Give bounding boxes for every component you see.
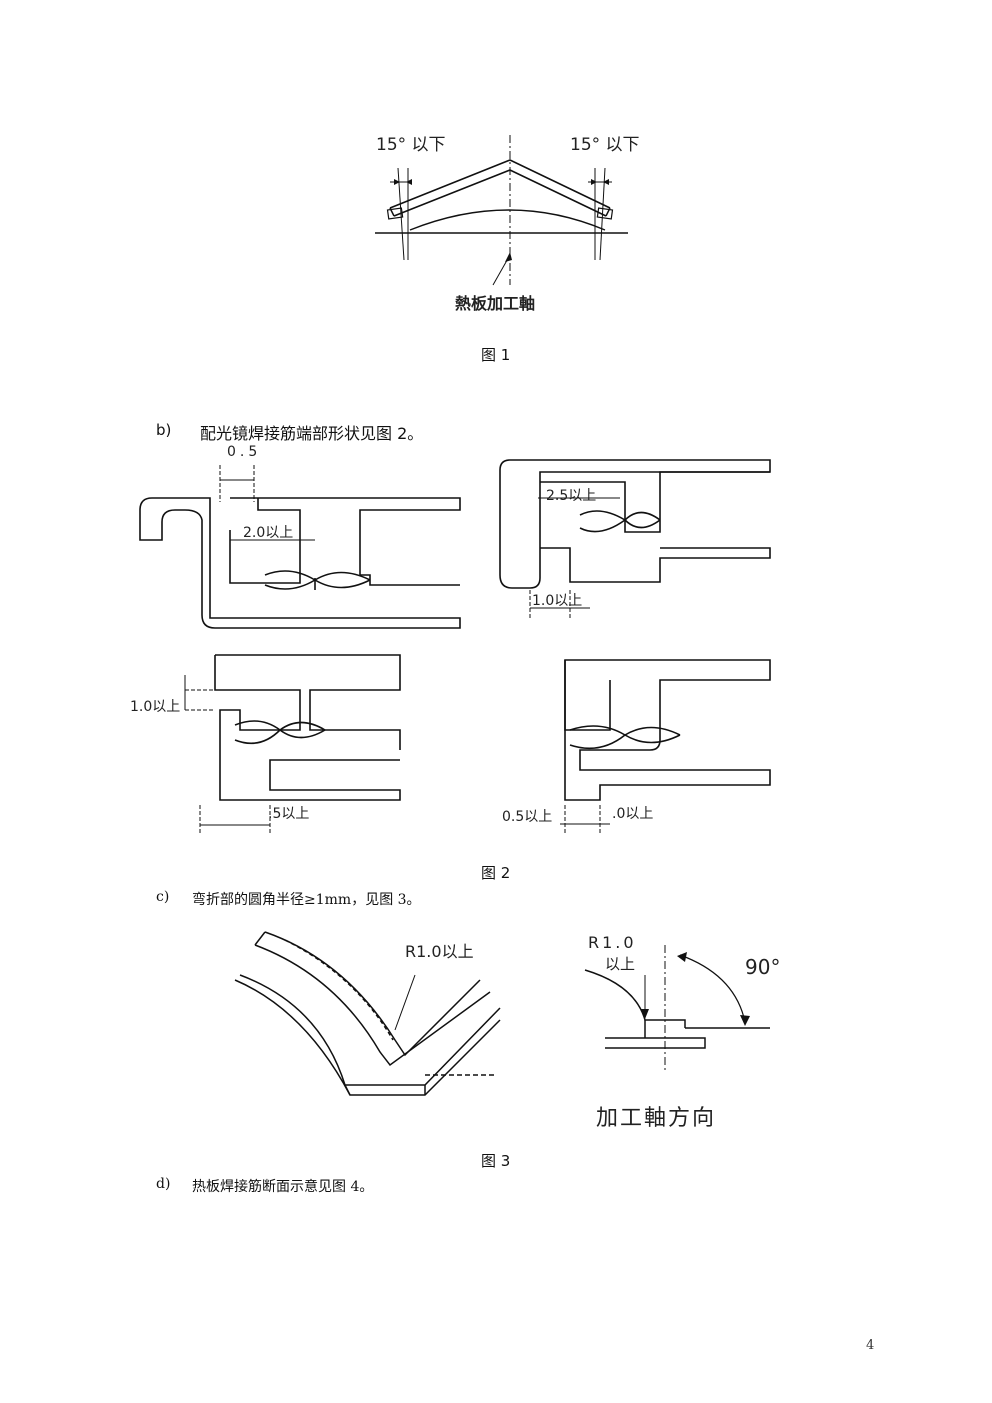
figure-3-caption: 图 3 xyxy=(481,1152,511,1170)
fig3-angle-label: 90° xyxy=(745,955,781,979)
figure-2-caption: 图 2 xyxy=(481,864,511,882)
figure-1-caption: 图 1 xyxy=(481,346,511,364)
figure-2-drawing xyxy=(139,459,771,835)
fig2-tl-width-label: 2.0以上 xyxy=(243,525,294,541)
fig1-angle-left-label: 15° 以下 xyxy=(376,135,446,155)
paragraph-c-marker: c) xyxy=(156,889,170,905)
fig3-right-radius-label: R1.0 xyxy=(588,933,637,952)
fig2-bl-height-label: 1.0以上 xyxy=(130,699,181,715)
paragraph-d-marker: d) xyxy=(156,1176,171,1192)
fig1-angle-right-label: 15° 以下 xyxy=(570,135,640,155)
figure-3-drawing xyxy=(234,931,770,1096)
fig1-axis-label: 熱板加工軸 xyxy=(455,294,536,313)
fig3-right-radius-sub-label: 以上 xyxy=(605,955,636,973)
fig2-tr-width-label: 2.5以上 xyxy=(546,488,597,504)
page-number: 4 xyxy=(866,1338,875,1353)
paragraph-b-text: 配光镜焊接筋端部形状见图 2。 xyxy=(200,424,424,443)
fig2-tr-offset-label: 1.0以上 xyxy=(532,593,583,609)
figure-1-drawing xyxy=(375,135,628,286)
fig2-bl-offset-label: .5以上 xyxy=(268,806,310,822)
paragraph-d-text: 热板焊接筋断面示意见图 4。 xyxy=(192,1179,374,1195)
fig2-tl-gap-label: 0.5 xyxy=(227,444,262,460)
fig2-br-left-label: 0.5以上 xyxy=(502,809,553,825)
paragraph-b-marker: b) xyxy=(156,421,172,439)
fig2-br-right-label: .0以上 xyxy=(612,806,654,822)
fig3-direction-label: 加工軸方向 xyxy=(596,1106,717,1131)
paragraph-c-text: 弯折部的圆角半径≥1mm，见图 3。 xyxy=(192,892,421,908)
fig3-left-radius-label: R1.0以上 xyxy=(405,942,474,961)
